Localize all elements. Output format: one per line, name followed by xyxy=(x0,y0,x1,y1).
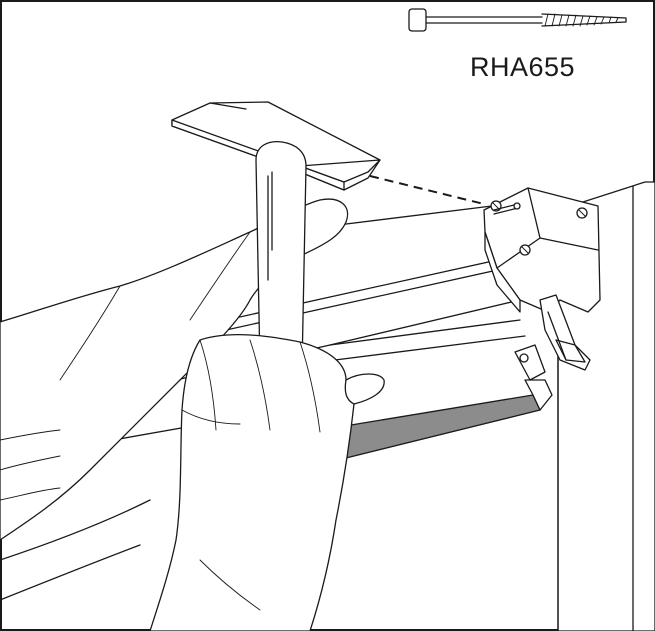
bottom-strip xyxy=(344,394,541,459)
part-code-label: RHA655 xyxy=(470,52,576,82)
right-hand xyxy=(149,334,385,631)
dashed-leader xyxy=(369,175,485,205)
end-bracket xyxy=(483,187,601,381)
sleeve xyxy=(0,499,151,601)
screw-icon xyxy=(408,8,627,32)
pin-icon xyxy=(493,202,521,215)
